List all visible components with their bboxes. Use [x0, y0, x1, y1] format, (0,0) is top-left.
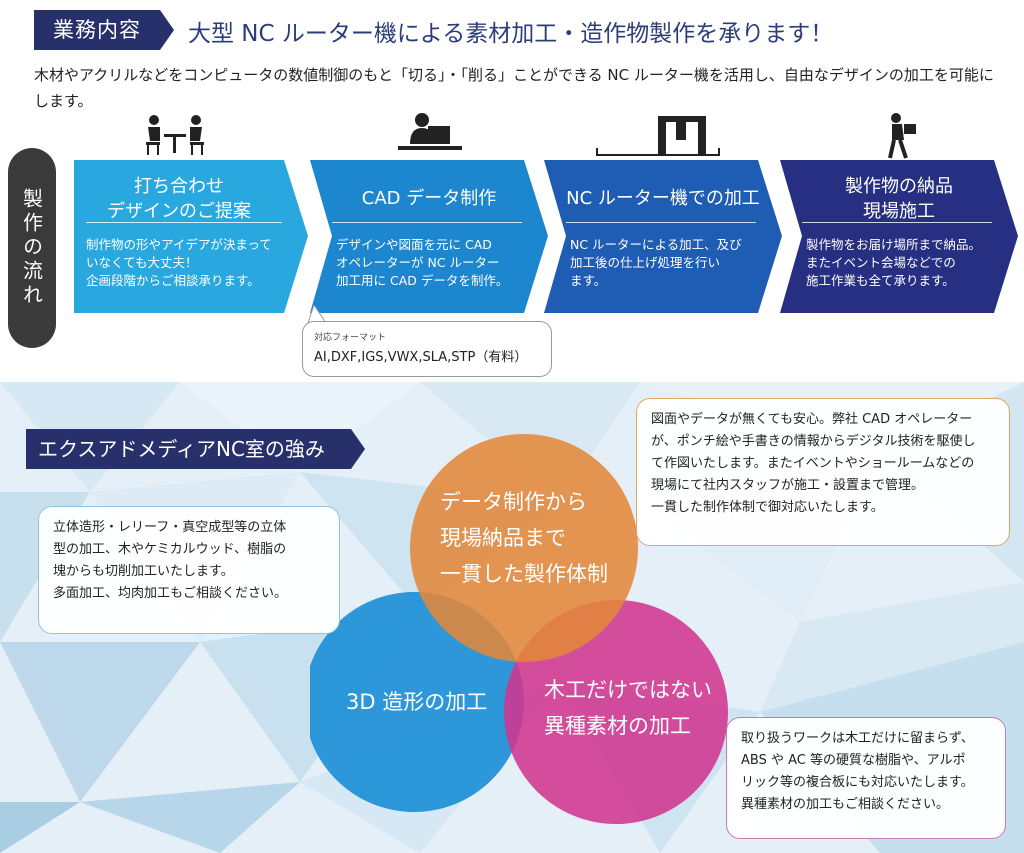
circle-pink-text: 木工だけではない 異種素材の加工	[544, 678, 712, 738]
step-2-title: CAD データ制作	[361, 188, 497, 209]
circle-orange-text: データ制作から 現場納品まで 一貫した製作体制	[440, 490, 608, 586]
computer-operator-icon	[398, 113, 462, 150]
step-2-rule	[332, 222, 522, 223]
step-1-desc: 制作物の形やアイデアが決まっていなくても大丈夫！企画段階からご相談承ります。	[86, 237, 272, 288]
format-box	[302, 321, 552, 377]
step-3-shape	[544, 160, 782, 313]
section-tag-business: 業務内容	[34, 10, 160, 50]
note-integrated-production: 図面やデータが無くても安心。弊社 CAD オペレーターが、ポンチ絵や手書きの情報…	[636, 398, 1010, 546]
section-tag-strengths: エクスアドメディアNC室の強み	[26, 429, 351, 469]
step-3-desc: NC ルーターによる加工、及び加工後の仕上げ処理を行います。	[570, 237, 742, 288]
step-1-title: 打ち合わせデザインのご提案	[107, 176, 251, 222]
circle-orange	[410, 434, 638, 662]
strengths-venn-diagram	[310, 434, 728, 824]
note-3d-forming: 立体造形・レリーフ・真空成型等の立体型の加工、木やケミカルウッド、樹脂の 塊から…	[38, 506, 340, 634]
step-3-title: NC ルーター機での加工	[566, 188, 760, 209]
circle-blue-text: 3D 造形の加工	[346, 690, 488, 714]
step-4-desc: 製作物をお届け場所まで納品。またイベント会場などでの施工作業も全て承ります。	[806, 237, 982, 288]
flow-step-3: NC ルーター機での加工 NC ルーターによる加工、及び加工後の仕上げ処理を行い…	[544, 160, 782, 313]
page-headline: 大型 NC ルーター機による素材加工・造作物製作を承ります！	[188, 21, 834, 47]
strength-tag-arrow	[351, 429, 365, 469]
format-label: 対応フォーマット	[314, 333, 387, 343]
step-4-title: 製作物の納品現場施工	[845, 176, 953, 222]
section-tag-arrow	[160, 10, 174, 50]
flow-step-1: 打ち合わせデザインのご提案 制作物の形やアイデアが決まっていなくても大丈夫！企画…	[74, 160, 308, 313]
step-3-rule	[566, 222, 756, 223]
intro-text: 木材やアクリルなどをコンピュータの数値制御のもと「切る」・「削る」ことができる …	[34, 66, 994, 110]
nc-router-machine-icon	[596, 116, 720, 156]
step-1-rule	[86, 222, 282, 223]
meeting-icon	[146, 115, 204, 155]
step-4-shape	[780, 160, 1018, 313]
flow-step-4: 製作物の納品現場施工 製作物をお届け場所まで納品。またイベント会場などでの施工作…	[780, 160, 1018, 313]
flow-label: 製作の流れ	[8, 148, 56, 348]
step-2-shape	[310, 160, 548, 313]
note-mixed-materials: 取り扱うワークは木工だけに留まらず、ABS や AC 等の硬質な樹脂や、アルポ …	[726, 717, 1006, 839]
step-1-shape	[74, 160, 308, 313]
step-4-rule	[802, 222, 992, 223]
delivery-worker-icon	[888, 113, 916, 159]
format-list: AI,DXF,IGS,VWX,SLA,STP（有料）	[314, 350, 528, 365]
